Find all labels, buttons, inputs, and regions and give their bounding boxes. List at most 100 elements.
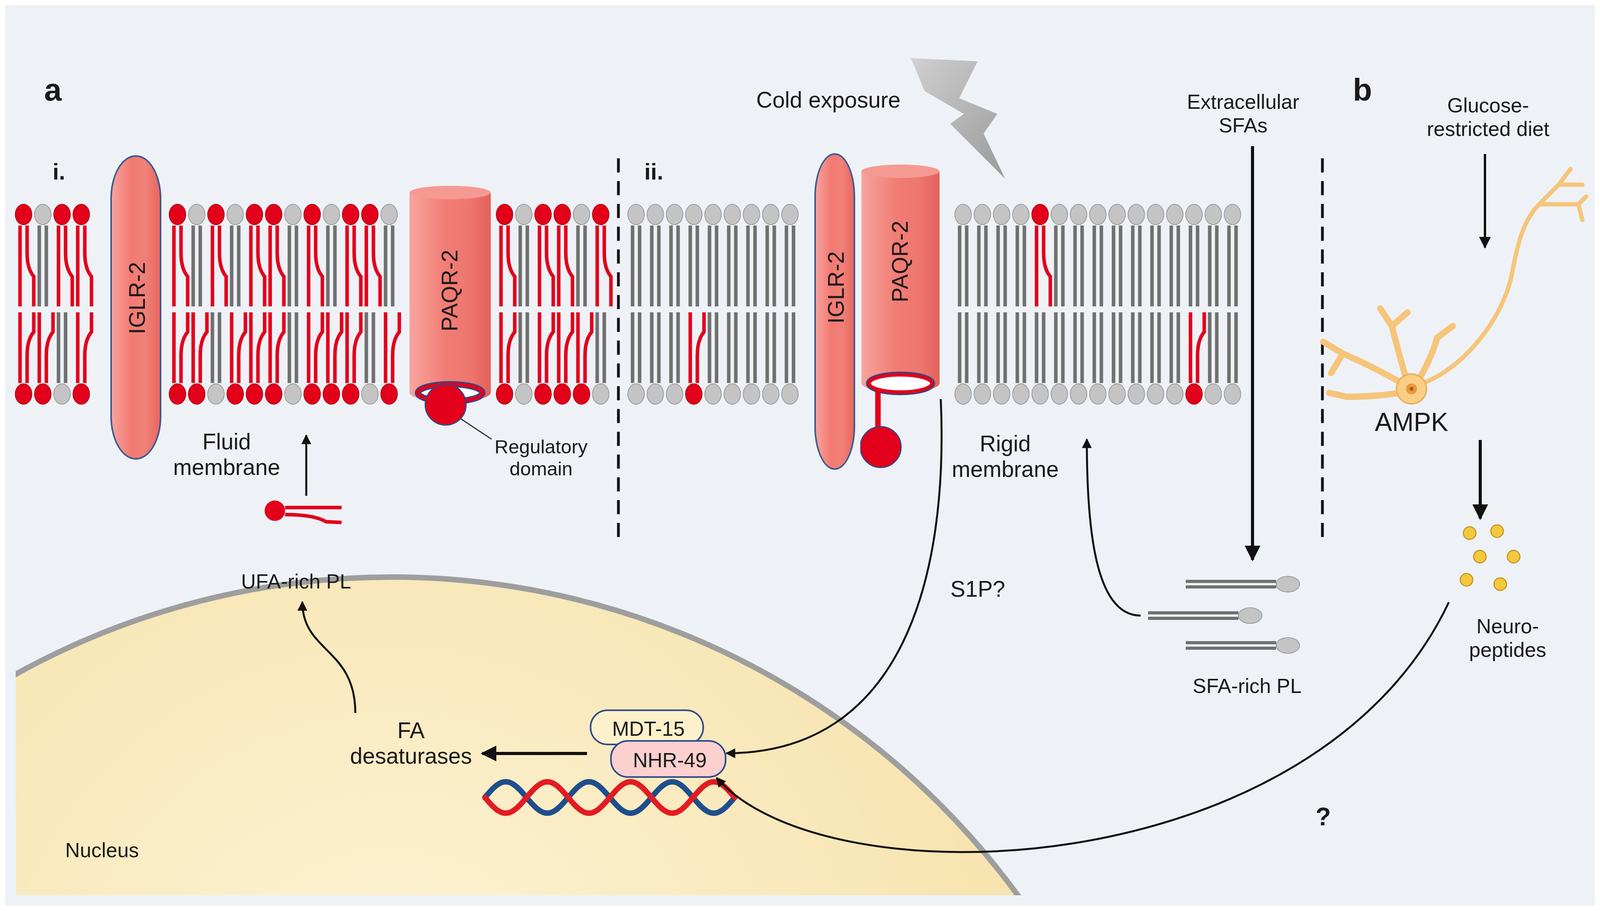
lipid-tail <box>84 225 92 307</box>
node-text-holder: MDT-15 <box>612 716 685 741</box>
panel-letter: a <box>44 71 63 108</box>
lipid-tail <box>557 225 561 307</box>
lipid-tail <box>1003 312 1008 383</box>
lipid-tail <box>76 312 80 383</box>
regulatory-stem <box>875 390 881 429</box>
lipid-tail <box>354 225 361 307</box>
lipid-tail <box>1208 225 1212 307</box>
lipid-head <box>188 383 205 405</box>
lipid-tail <box>1034 312 1039 383</box>
lipid-head <box>496 204 513 225</box>
stimulus-label-holder: Extracellular SFAs <box>1186 90 1300 138</box>
subpanel-number: ii. <box>644 158 664 185</box>
lipid-tail <box>1188 225 1193 307</box>
lipid-head <box>1128 383 1145 405</box>
state-label-holder: Fluid membrane <box>173 428 280 481</box>
lipid-head <box>685 204 703 225</box>
lipid-tail <box>1157 312 1162 383</box>
paqr2-shape <box>860 163 941 472</box>
lipid-head <box>1166 204 1184 225</box>
lipid-tail <box>499 225 503 307</box>
lipid-head <box>284 383 302 405</box>
lipid-tail <box>84 312 92 383</box>
lipid-tail <box>1131 312 1135 383</box>
lipid-tail <box>707 312 712 383</box>
ampk-neuron: AMPK <box>1354 365 1493 440</box>
node-text: IGLR-2 <box>823 251 850 324</box>
lipid-tail <box>565 225 573 307</box>
lipid-tail <box>37 225 42 307</box>
lipid-tail <box>1227 225 1231 307</box>
lipid-head <box>993 204 1010 225</box>
lipid-tail <box>746 225 750 307</box>
lipid-tail <box>287 312 292 383</box>
lipid-tail <box>181 312 188 383</box>
lipid-head <box>73 383 90 405</box>
lipid-tail <box>518 225 523 307</box>
lipid-head <box>743 383 760 405</box>
lipid-tail <box>65 225 73 307</box>
lipid-tail <box>257 312 265 383</box>
lipid-tail <box>1099 312 1104 383</box>
lipid-head <box>573 204 590 225</box>
lipid-tail <box>595 312 600 383</box>
lipid-head <box>974 204 991 225</box>
lipid-tail <box>1022 225 1027 307</box>
lipid-tail <box>1073 312 1078 383</box>
lipid-tail <box>688 312 693 383</box>
lipid-tail <box>638 225 642 307</box>
dot <box>1463 526 1476 540</box>
lipid-tail <box>1176 312 1181 383</box>
lipid-tail <box>1185 646 1277 650</box>
lipid-tail <box>268 225 273 307</box>
lipid-head <box>1070 204 1087 225</box>
lipid-head <box>1238 607 1262 624</box>
lipid-tail <box>1215 225 1219 307</box>
lipid-tail <box>1099 225 1104 307</box>
lipid-tail <box>1138 225 1142 307</box>
lipid-tail <box>784 312 789 383</box>
lipid-head <box>361 383 379 405</box>
lipid-tail <box>230 312 234 383</box>
nucleus: NucleusMDT-15NHR-49 <box>15 565 1076 895</box>
lipid-head <box>207 383 225 405</box>
lipid-tail <box>1043 225 1051 307</box>
lipid-tail <box>508 312 515 383</box>
dendrite <box>1323 308 1453 397</box>
lipid-head <box>207 204 225 225</box>
lipid-head <box>34 383 52 405</box>
lipid-tail <box>727 312 731 383</box>
gene-label: FA desaturases <box>350 717 473 769</box>
stimulus-label: Cold exposure <box>756 87 901 114</box>
lipid-tail <box>650 225 654 307</box>
panel-divider <box>1321 158 1324 542</box>
lipid-head <box>34 204 52 225</box>
paqr2-protein: PAQR-2 <box>860 163 941 472</box>
edge-label-holder: ? <box>1315 802 1332 832</box>
lipid-tail <box>44 225 49 307</box>
lipid-tail <box>1195 225 1200 307</box>
lipid-head <box>188 204 205 225</box>
nucleus-envelope <box>15 576 1076 895</box>
lipid-tail <box>191 312 196 383</box>
lipid-tail <box>765 225 770 307</box>
lipid-head <box>1185 204 1203 225</box>
lipid-tail <box>996 312 1001 383</box>
lipid-tail <box>734 225 738 307</box>
cylinder-top <box>409 185 491 200</box>
lipid-tail <box>249 225 253 307</box>
lipid-head <box>1224 204 1241 225</box>
lipid-tail <box>630 312 635 383</box>
lipid-tail <box>583 225 587 307</box>
lipid-head <box>743 204 760 225</box>
lipid-tail <box>1034 225 1039 307</box>
lipid-tail <box>268 312 273 383</box>
lipid-head <box>704 204 722 225</box>
lipid-tail <box>676 225 681 307</box>
cylinder-body <box>861 171 940 392</box>
state-label: Rigid membrane <box>951 430 1059 483</box>
lipid-head <box>1089 204 1107 225</box>
lipid-tail <box>181 225 188 307</box>
lipid-tail <box>753 225 758 307</box>
